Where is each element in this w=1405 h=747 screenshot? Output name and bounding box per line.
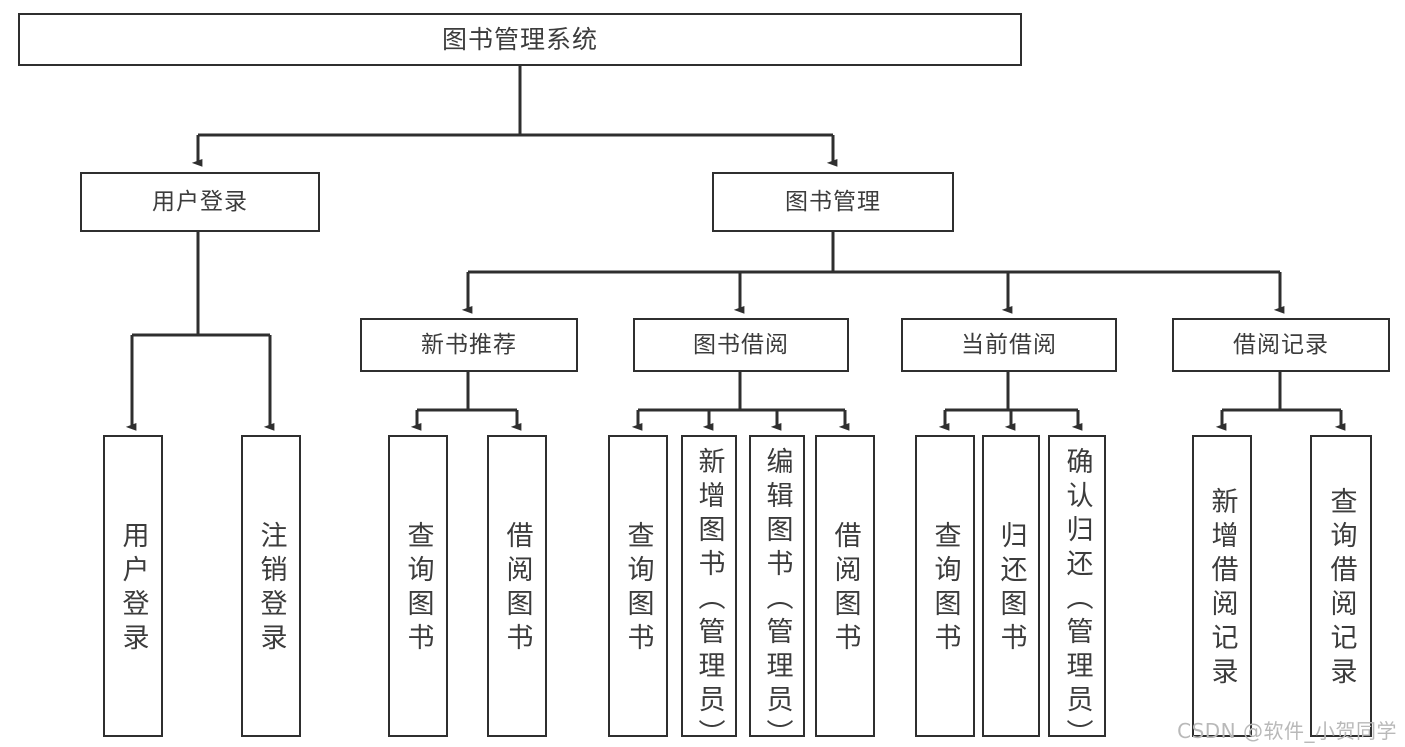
node-book-management[interactable]: 图书管理 [712,172,954,232]
leaf-query-borrow-record[interactable]: 查询借阅记录 [1310,435,1372,737]
node-label: 新书推荐 [421,331,517,358]
node-label: 编辑图书（管理员） [761,446,793,747]
node-label: 图书管理 [785,188,881,215]
node-label: 新增借阅记录 [1206,487,1238,691]
node-label: 借阅图书 [829,521,861,657]
node-user-login[interactable]: 用户登录 [80,172,320,232]
csdn-watermark: CSDN @软件_小贺同学 [1177,719,1397,743]
node-label: 确认归还（管理员） [1061,446,1093,747]
node-label: 查询借阅记录 [1325,487,1357,691]
node-root-book-management-system[interactable]: 图书管理系统 [18,13,1022,66]
node-book-borrow[interactable]: 图书借阅 [633,318,849,372]
leaf-query-book-current[interactable]: 查询图书 [915,435,975,737]
leaf-user-logout[interactable]: 注销登录 [241,435,301,737]
leaf-query-book-recommend[interactable]: 查询图书 [388,435,448,737]
node-label: 查询图书 [622,521,654,657]
node-label: 查询图书 [402,521,434,657]
leaf-add-borrow-record[interactable]: 新增借阅记录 [1192,435,1252,737]
node-label: 用户登录 [152,188,248,215]
leaf-edit-book-admin[interactable]: 编辑图书（管理员） [749,435,805,747]
leaf-return-book[interactable]: 归还图书 [982,435,1040,737]
leaf-add-book-admin[interactable]: 新增图书（管理员） [681,435,737,747]
node-label: 用户登录 [117,521,149,657]
leaf-confirm-return-admin[interactable]: 确认归还（管理员） [1048,435,1106,747]
node-label: 图书管理系统 [441,25,598,54]
node-current-borrow[interactable]: 当前借阅 [901,318,1117,372]
leaf-user-login[interactable]: 用户登录 [103,435,163,737]
node-new-book-recommend[interactable]: 新书推荐 [360,318,578,372]
leaf-borrow-book[interactable]: 借阅图书 [815,435,875,737]
node-label: 查询图书 [929,521,961,657]
node-label: 图书借阅 [693,331,789,358]
node-label: 借阅记录 [1233,331,1329,358]
node-label: 归还图书 [995,521,1027,657]
leaf-query-book-borrow[interactable]: 查询图书 [608,435,668,737]
node-label: 新增图书（管理员） [693,446,725,747]
node-label: 注销登录 [255,521,287,657]
node-label: 借阅图书 [501,521,533,657]
leaf-borrow-book-recommend[interactable]: 借阅图书 [487,435,547,737]
node-label: 当前借阅 [961,331,1057,358]
node-borrow-record[interactable]: 借阅记录 [1172,318,1390,372]
